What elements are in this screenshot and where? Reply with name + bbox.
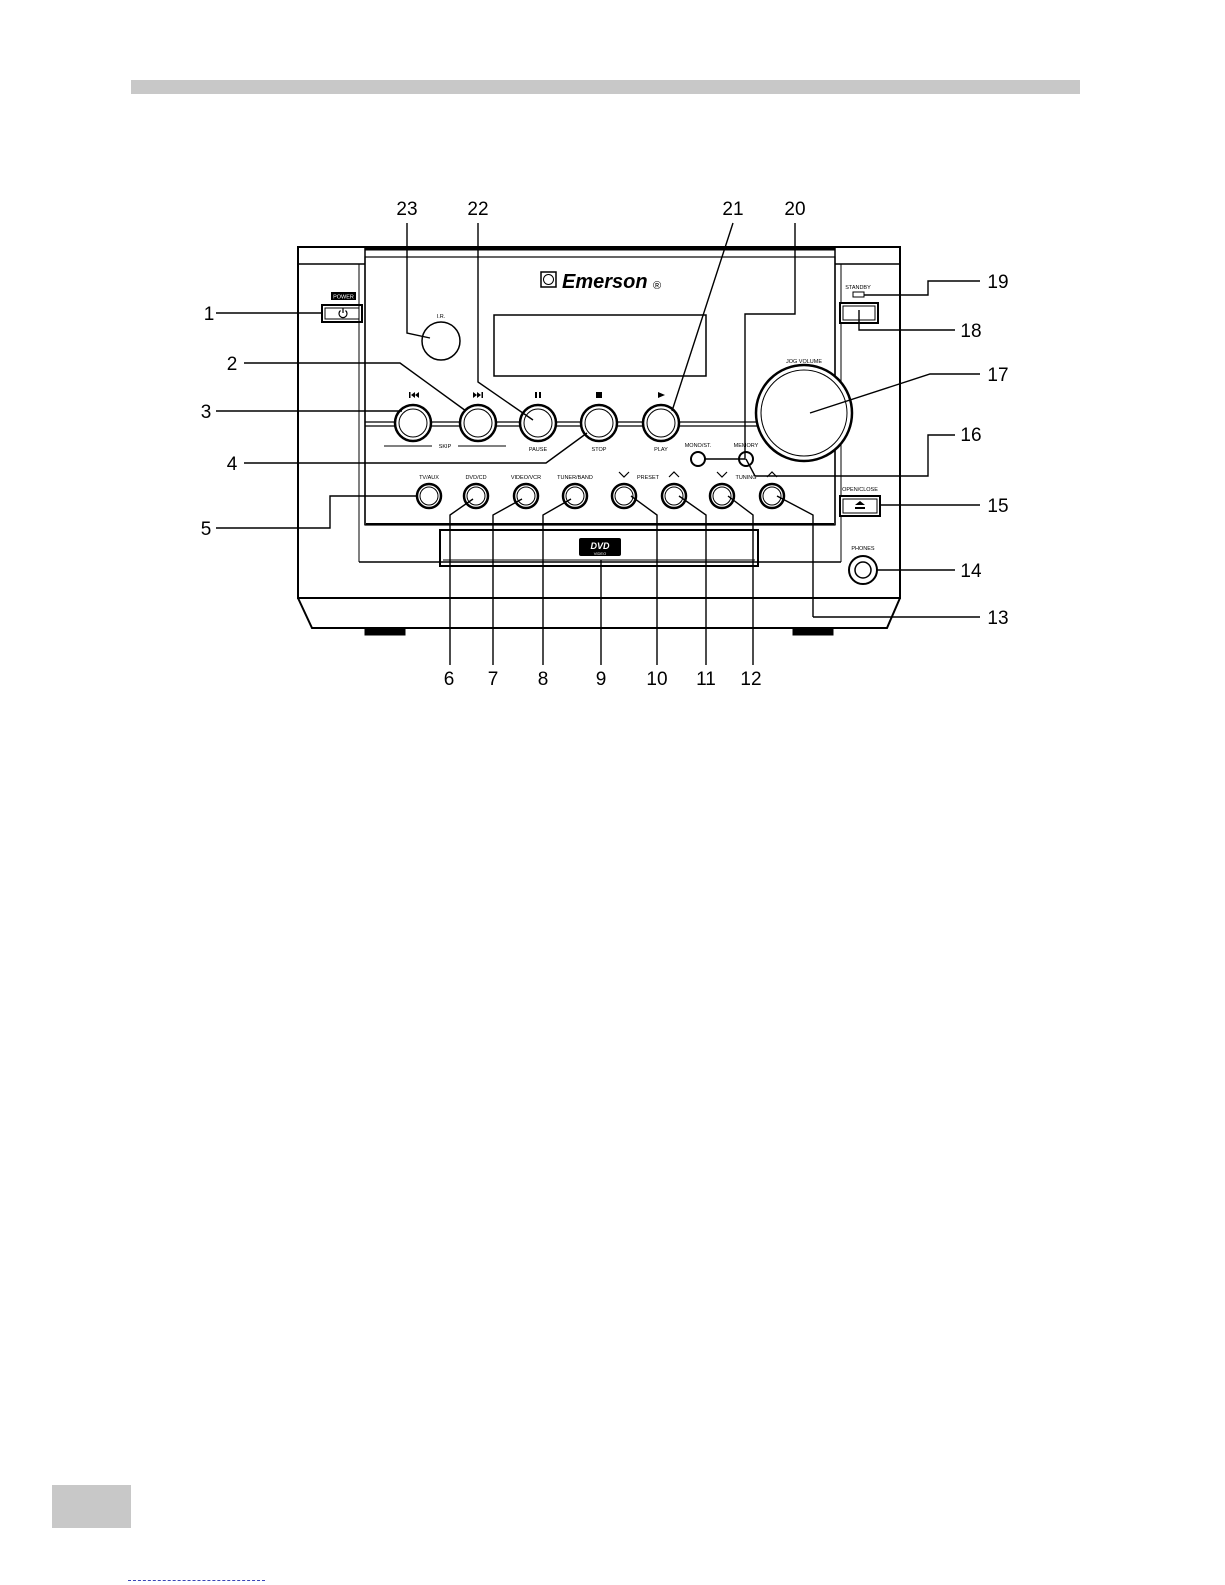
callout-11: 11 <box>696 669 716 690</box>
open-close-label: OPEN/CLOSE <box>842 487 878 493</box>
callout-5: 5 <box>201 519 212 540</box>
tuner-band-button[interactable] <box>563 484 587 508</box>
callout-3: 3 <box>201 402 212 423</box>
preset-up-button[interactable] <box>662 484 686 508</box>
stop-icon <box>596 392 602 398</box>
callout-2: 2 <box>227 354 238 375</box>
power-button[interactable] <box>322 305 362 322</box>
jog-volume-knob[interactable] <box>756 365 852 461</box>
standby-label: STANDBY <box>845 285 871 291</box>
mono-st-button[interactable] <box>691 452 705 466</box>
stop-button[interactable] <box>581 405 617 441</box>
callout-23: 23 <box>396 199 417 220</box>
open-close-button[interactable] <box>840 496 880 516</box>
page-number-tab <box>52 1485 131 1528</box>
memory-label: MEMORY <box>734 443 759 449</box>
mono-st-label: MONO/ST. <box>685 443 712 449</box>
registered-mark: ® <box>653 280 661 292</box>
play-icon <box>658 392 665 398</box>
callout-12: 12 <box>740 669 761 690</box>
callout-22: 22 <box>467 199 488 220</box>
standby-indicator <box>853 292 864 297</box>
chevron-up-icon <box>669 472 679 477</box>
brand-logo: Emerson ® <box>541 271 661 293</box>
tuning-up-button[interactable] <box>760 484 784 508</box>
tuning-label: TUNING <box>735 475 756 481</box>
chevron-down-icon <box>619 472 629 477</box>
display-window <box>494 315 706 376</box>
callout-1: 1 <box>204 304 215 325</box>
video-vcr-label: VIDEO/VCR <box>511 475 541 481</box>
ir-sensor <box>422 322 460 360</box>
video-vcr-button[interactable] <box>514 484 538 508</box>
callout-8: 8 <box>538 669 549 690</box>
tuner-band-label: TUNER/BAND <box>557 475 593 481</box>
callout-9: 9 <box>596 669 607 690</box>
callout-14: 14 <box>960 561 982 582</box>
callout-10: 10 <box>646 669 667 690</box>
pause-icon <box>535 392 541 398</box>
tv-aux-label: TV/AUX <box>419 475 439 481</box>
pause-button[interactable] <box>520 405 556 441</box>
play-button[interactable] <box>643 405 679 441</box>
preset-down-button[interactable] <box>612 484 636 508</box>
front-panel-diagram: Emerson ® POWER I.R. SKIP <box>0 0 1225 720</box>
callout-6: 6 <box>444 669 455 690</box>
callout-18: 18 <box>960 321 981 342</box>
callout-7: 7 <box>488 669 499 690</box>
skip-label: SKIP <box>439 444 452 450</box>
play-label: PLAY <box>654 447 668 453</box>
callout-16: 16 <box>960 425 981 446</box>
stop-label: STOP <box>592 447 607 453</box>
power-label: POWER <box>333 295 354 301</box>
callout-4: 4 <box>227 454 238 475</box>
callout-15: 15 <box>987 496 1008 517</box>
pause-label: PAUSE <box>529 447 548 453</box>
footer-rule <box>128 1580 265 1581</box>
dvd-logo-subtext: VIDEO <box>594 551 606 556</box>
dvd-cd-label: DVD/CD <box>465 475 486 481</box>
skip-caption: SKIP <box>384 444 506 450</box>
tuning-down-button[interactable] <box>710 484 734 508</box>
skip-back-icon <box>409 392 419 398</box>
power-icon <box>339 309 347 318</box>
dvd-cd-button[interactable] <box>464 484 488 508</box>
tv-aux-button[interactable] <box>417 484 441 508</box>
brand-name: Emerson <box>562 271 648 293</box>
callout-20: 20 <box>784 199 805 220</box>
preset-label: PRESET <box>637 475 660 481</box>
ir-label: I.R. <box>437 314 446 320</box>
phones-label: PHONES <box>851 546 875 552</box>
callout-13: 13 <box>987 608 1008 629</box>
skip-forward-icon <box>473 392 483 398</box>
chevron-down-icon <box>717 472 727 477</box>
callout-21: 21 <box>722 199 743 220</box>
dvd-logo: DVD VIDEO <box>579 538 621 556</box>
dvd-logo-text: DVD <box>590 541 610 551</box>
callout-17: 17 <box>987 365 1008 386</box>
phones-jack[interactable] <box>849 556 877 584</box>
callout-19: 19 <box>987 272 1008 293</box>
